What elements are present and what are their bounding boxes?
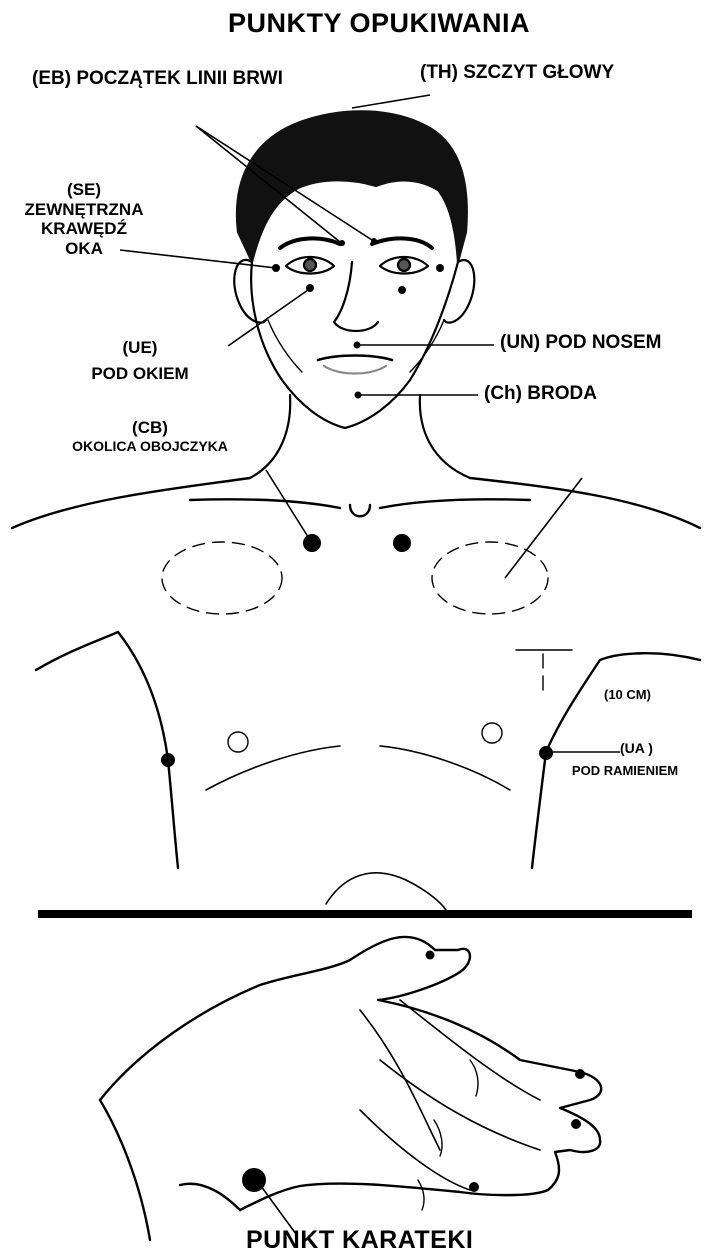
tapping-dots <box>161 238 585 1192</box>
se-dot-right <box>436 264 444 272</box>
right-nipple <box>482 723 502 743</box>
label-karate: PUNKT KARATEKI <box>246 1226 473 1255</box>
diagram-title: PUNKTY OPUKIWANIA <box>228 8 530 39</box>
label-ue-text: POD OKIEM <box>60 364 220 384</box>
separator-bar <box>38 910 692 918</box>
right-brow <box>372 238 432 248</box>
label-eb: (EB) POCZĄTEK LINII BRWI <box>32 68 283 90</box>
label-th: (TH) SZCZYT GŁOWY <box>420 62 614 84</box>
se-dot-left <box>272 264 280 272</box>
head-illustration <box>234 111 474 478</box>
label-se-line1: ZEWNĘTRZNA <box>14 200 154 220</box>
un-dot <box>354 342 361 349</box>
ua-dot-left <box>161 753 175 767</box>
label-se-code: (SE) <box>14 180 154 200</box>
left-ear <box>234 260 266 323</box>
left-side <box>168 760 178 868</box>
finger-crease-3 <box>418 1180 424 1210</box>
cb-dot-left <box>303 534 321 552</box>
pointer-lines <box>120 95 620 1234</box>
nose <box>334 262 378 331</box>
label-ue: (UE) POD OKIEM <box>60 338 220 383</box>
left-iris <box>304 259 316 271</box>
ch-dot <box>355 392 362 399</box>
cheek-line-right <box>410 320 444 372</box>
label-se: (SE) ZEWNĘTRZNA KRAWĘDŹ OKA <box>14 180 154 258</box>
finger-line-1 <box>400 1000 540 1100</box>
left-brow <box>280 238 340 248</box>
right-pectoral-dashed <box>432 542 548 614</box>
label-se-line2: KRAWĘDŹ <box>14 219 154 239</box>
finger-crease-1 <box>470 1060 478 1096</box>
left-nipple <box>228 732 248 752</box>
ue-line <box>228 290 308 346</box>
left-arm-outer <box>36 632 168 760</box>
finger-crease-2 <box>434 1120 442 1156</box>
cb-line <box>266 470 310 540</box>
torso-illustration <box>12 478 700 910</box>
label-ua-text: POD RAMIENIEM <box>540 764 710 779</box>
pectoral-line-left <box>206 746 340 790</box>
eb-dot-right <box>371 238 377 244</box>
label-cb-text: OKOLICA OBOJCZYKA <box>30 438 270 454</box>
fingertip-dot-ring <box>571 1119 581 1129</box>
hand-outline <box>100 937 601 1240</box>
pectoral-line-right <box>380 746 510 790</box>
karate-dot <box>242 1168 266 1192</box>
label-cb: (CB) OKOLICA OBOJCZYKA <box>30 418 270 454</box>
label-se-line3: OKA <box>14 239 154 259</box>
shoulder-left <box>12 478 250 528</box>
label-ch: (Ch) BRODA <box>484 383 597 405</box>
fingertip-dot-pinky <box>469 1182 479 1192</box>
jugular-notch <box>350 505 370 516</box>
lower-lip <box>324 366 386 374</box>
clavicle-right <box>380 499 530 508</box>
hand-illustration <box>100 937 601 1240</box>
cb-dot-right <box>393 534 411 552</box>
ue-dot-right <box>398 286 406 294</box>
finger-line-3 <box>360 1110 470 1190</box>
label-un: (UN) POD NOSEM <box>500 332 662 354</box>
label-measure: (10 CM) <box>604 688 651 703</box>
neck-right <box>420 395 470 478</box>
label-ua-code: (UA ) <box>540 740 710 756</box>
fingertip-dot-middle <box>575 1069 585 1079</box>
right-iris <box>398 259 410 271</box>
label-ue-code: (UE) <box>60 338 220 358</box>
thumb-line <box>360 1010 440 1150</box>
abdomen-curve <box>326 873 446 910</box>
shoulder-right <box>470 478 700 528</box>
hand-edge-lower <box>180 1184 240 1210</box>
left-pectoral-dashed <box>162 542 282 614</box>
finger-line-2 <box>380 1060 540 1150</box>
fingertip-dot-index <box>426 951 435 960</box>
eb-dot-left <box>339 240 345 246</box>
mouth <box>318 356 392 361</box>
ue-dot-left <box>306 284 314 292</box>
th-line <box>352 95 430 108</box>
label-ua: (UA ) POD RAMIENIEM <box>540 740 710 779</box>
clavicle-left <box>190 499 340 508</box>
label-cb-code: (CB) <box>30 418 270 438</box>
